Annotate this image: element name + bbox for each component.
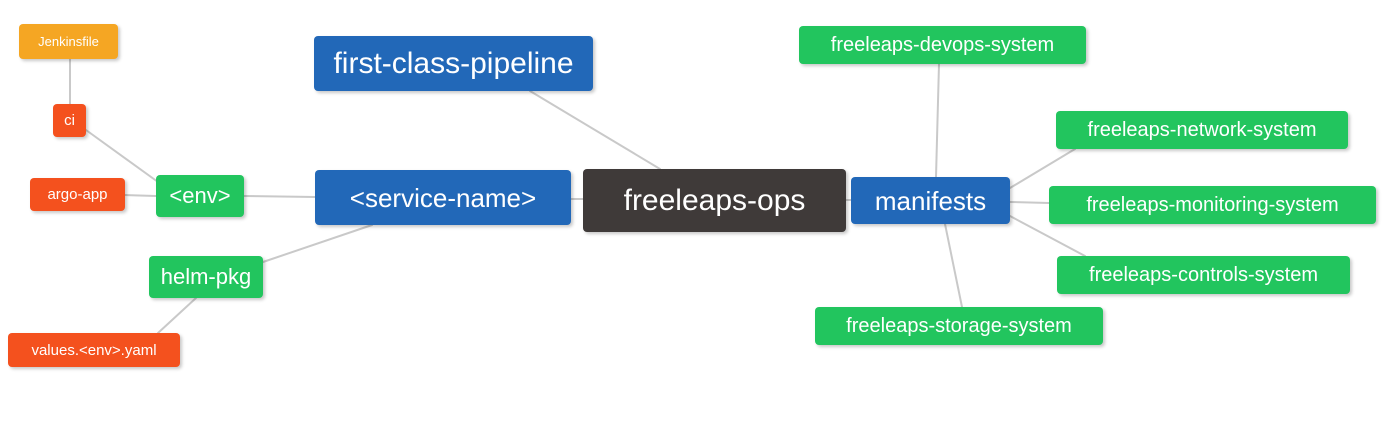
node-first-class-pipeline[interactable]: first-class-pipeline	[314, 36, 593, 91]
edge-ci-to-env	[85, 129, 159, 183]
node-label-env: <env>	[169, 183, 231, 208]
node-values-env-yaml[interactable]: values.<env>.yaml	[8, 333, 180, 367]
node-label-freeleaps-devops-system: freeleaps-devops-system	[830, 34, 1055, 56]
node-label-freeleaps-monitoring-system: freeleaps-monitoring-system	[1086, 194, 1339, 216]
edge-manifests-to-freeleaps-network-system	[1009, 148, 1076, 189]
node-freeleaps-devops-system[interactable]: freeleaps-devops-system	[799, 26, 1086, 64]
edge-helm-pkg-to-service-name	[262, 224, 373, 263]
node-helm-pkg[interactable]: helm-pkg	[149, 256, 263, 298]
node-label-jenkinsfile: Jenkinsfile	[38, 34, 99, 49]
node-env[interactable]: <env>	[156, 175, 244, 217]
edge-argo-app-to-env	[124, 194, 157, 197]
edge-first-class-pipeline-to-freeleaps-ops	[529, 90, 661, 170]
node-label-freeleaps-ops: freeleaps-ops	[623, 183, 806, 217]
node-label-first-class-pipeline: first-class-pipeline	[333, 46, 574, 80]
node-freeleaps-controls-system[interactable]: freeleaps-controls-system	[1057, 256, 1350, 294]
node-freeleaps-ops[interactable]: freeleaps-ops	[583, 169, 846, 232]
node-label-argo-app: argo-app	[47, 186, 108, 203]
node-argo-app[interactable]: argo-app	[30, 178, 125, 211]
edge-manifests-to-freeleaps-monitoring-system	[1009, 201, 1050, 204]
node-label-helm-pkg: helm-pkg	[160, 264, 252, 289]
node-label-freeleaps-network-system: freeleaps-network-system	[1087, 119, 1317, 141]
node-label-freeleaps-storage-system: freeleaps-storage-system	[846, 315, 1072, 337]
node-label-manifests: manifests	[874, 185, 987, 216]
node-label-values-env-yaml: values.<env>.yaml	[31, 341, 157, 359]
edge-manifests-to-freeleaps-storage-system	[944, 223, 963, 308]
edge-values-env-yaml-to-helm-pkg	[157, 297, 197, 334]
node-freeleaps-monitoring-system[interactable]: freeleaps-monitoring-system	[1049, 186, 1376, 224]
node-label-freeleaps-controls-system: freeleaps-controls-system	[1089, 264, 1318, 286]
node-freeleaps-storage-system[interactable]: freeleaps-storage-system	[815, 307, 1103, 345]
edge-manifests-to-freeleaps-devops-system	[935, 63, 940, 178]
node-freeleaps-network-system[interactable]: freeleaps-network-system	[1056, 111, 1348, 149]
node-service-name[interactable]: <service-name>	[315, 170, 571, 225]
node-jenkinsfile[interactable]: Jenkinsfile	[19, 24, 118, 59]
node-manifests[interactable]: manifests	[851, 177, 1010, 224]
node-label-service-name: <service-name>	[349, 182, 537, 213]
node-ci[interactable]: ci	[53, 104, 86, 137]
node-label-ci: ci	[64, 112, 75, 129]
edge-env-to-service-name	[243, 195, 316, 198]
